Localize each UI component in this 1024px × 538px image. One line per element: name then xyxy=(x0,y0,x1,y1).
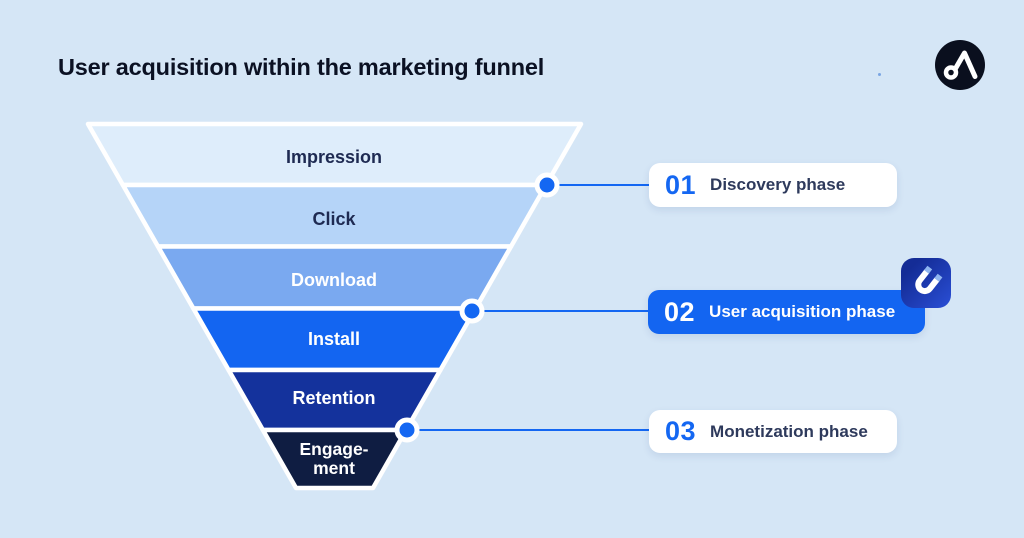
connector-line-acquisition xyxy=(469,310,659,312)
funnel-label-download: Download xyxy=(291,270,377,290)
connector-line-monetization xyxy=(409,429,660,431)
funnel-label-engagement-line2: ment xyxy=(313,458,355,478)
funnel-label-impression: Impression xyxy=(285,147,383,167)
magnet-tile xyxy=(901,258,951,308)
adjust-a-icon xyxy=(935,40,985,90)
funnel-label-engagement-line1: Engage- xyxy=(299,439,369,459)
adjust-logo xyxy=(935,40,985,90)
phase-box-discovery: 01 Discovery phase xyxy=(649,163,897,207)
decorative-dot xyxy=(878,73,881,76)
funnel-segment-engagement xyxy=(260,427,409,491)
phase-box-monetization: 03 Monetization phase xyxy=(649,410,897,453)
phase-label-discovery: Discovery phase xyxy=(710,175,846,194)
connector-dot-monetization xyxy=(394,417,420,443)
connector-dot-discovery xyxy=(534,172,560,198)
connector-line-discovery xyxy=(547,184,660,186)
phase-number-02: 02 xyxy=(664,296,696,327)
funnel-label-install: Install xyxy=(307,329,360,349)
phase-number-03: 03 xyxy=(665,416,697,446)
phase-label-acquisition: User acquisition phase xyxy=(709,302,896,321)
phase-label-monetization: Monetization phase xyxy=(710,421,868,441)
phase-number-01: 01 xyxy=(665,169,697,200)
page-title: User acquisition within the marketing fu… xyxy=(58,54,545,80)
funnel-label-engagement: Engage- ment xyxy=(209,440,459,478)
funnel-label-retention: Retention xyxy=(292,388,376,408)
funnel-chart xyxy=(85,121,584,491)
phase-box-acquisition: 02 User acquisition phase xyxy=(648,290,925,334)
funnel-label-click: Click xyxy=(312,209,356,229)
magnet-icon xyxy=(915,265,943,295)
connector-dot-acquisition xyxy=(459,298,485,324)
